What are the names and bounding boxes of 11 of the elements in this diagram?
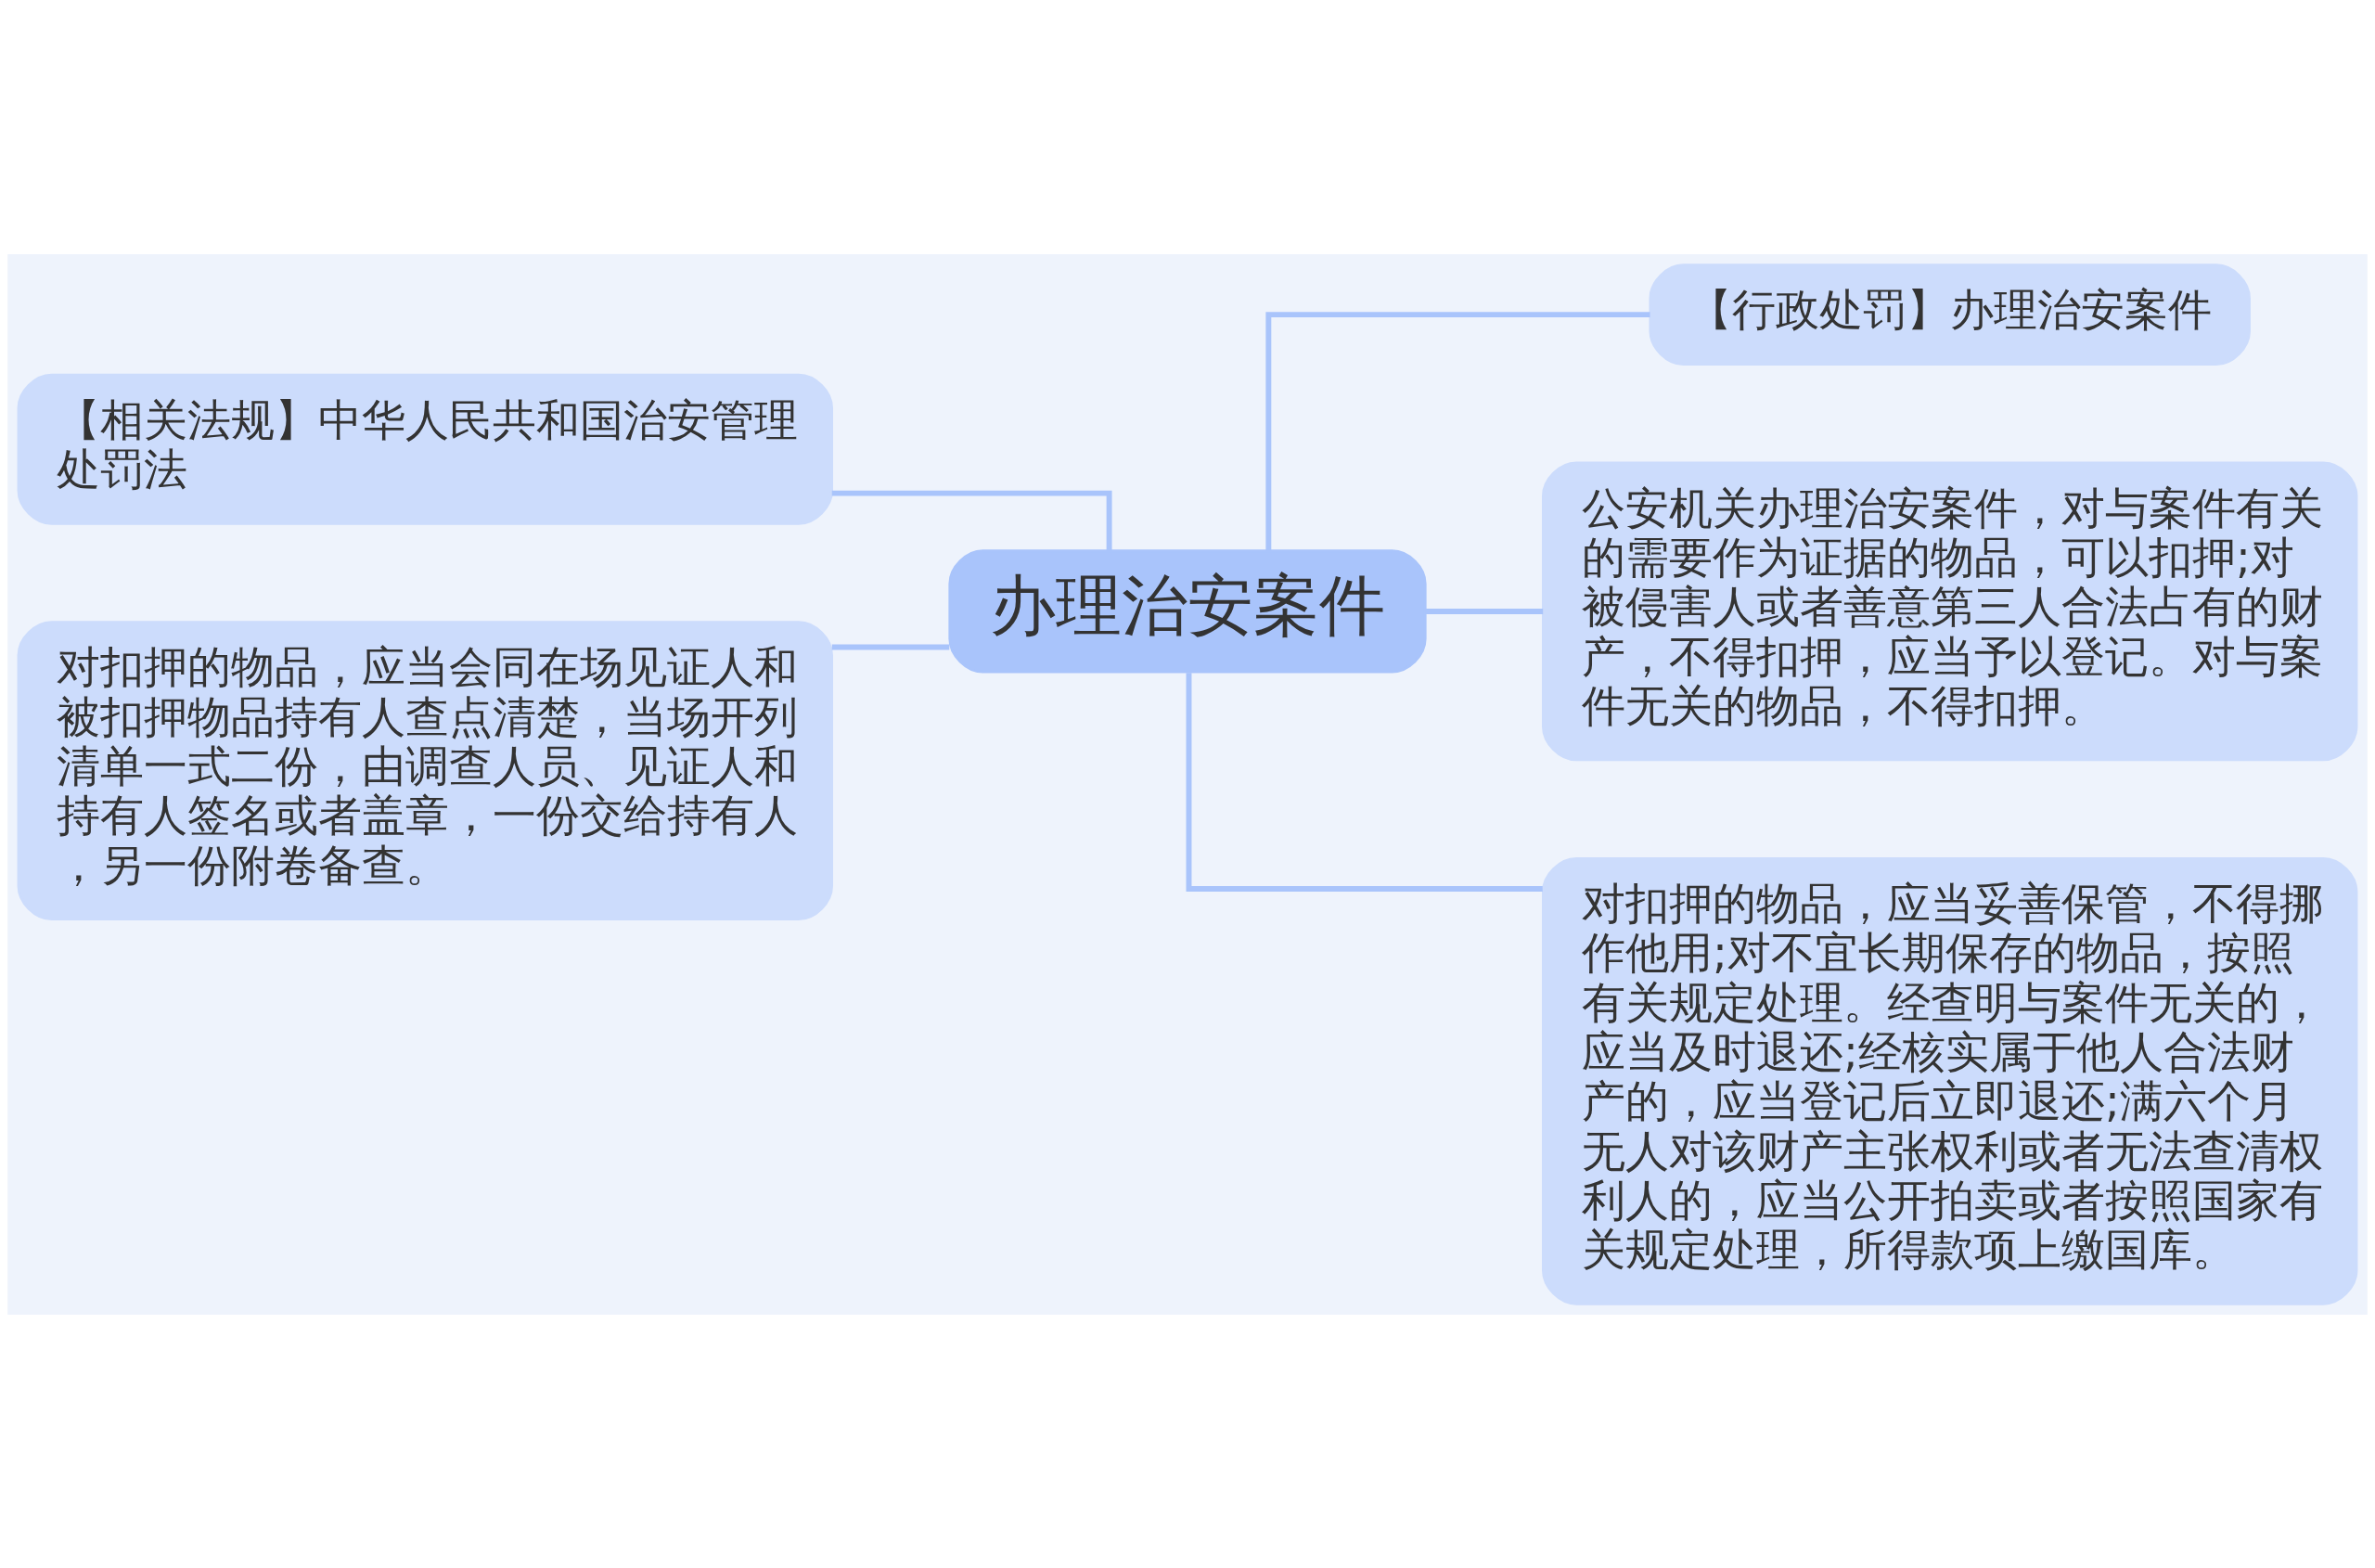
connector [831, 490, 1112, 551]
node-box: 对扣押的物品，应当会同在场见证人和被扣押物品持有人查点清楚，当场开列清单一式二份，由调查人员、见证人和持有人签名或者盖章，一份交给持有人，另一份附卷备查。 [17, 620, 833, 920]
node-box: 公安机关办理治安案件，对与案件有关的需要作为证据的物品，可以扣押;对被侵害人或者善意第三人合法占有的财产，不得扣押，应当予以登记。对与案件无关的物品，不得扣押。 [1542, 461, 2358, 761]
connector [1265, 311, 1650, 550]
node-box: 【相关法规】中华人民共和国治安管理处罚法 [17, 373, 833, 525]
node-box: 办理治安案件 [948, 548, 1427, 674]
node-box: 【行政处罚】办理治安案件 [1649, 263, 2251, 366]
connector [831, 644, 950, 649]
connector [1186, 672, 1543, 892]
connector [1425, 608, 1544, 614]
node-box: 对扣押的物品，应当妥善保管，不得挪作他用;对不宜长期保存的物品，按照有关规定处理。经查明与案件无关的，应当及时退还;经核实属于他人合法财产的，应当登记后立即退还;满六个月无人对该财产主张权利或者无法查清权利人的，应当公开拍卖或者按照国家有关规定处理，所得款项上缴国库。 [1542, 856, 2358, 1305]
